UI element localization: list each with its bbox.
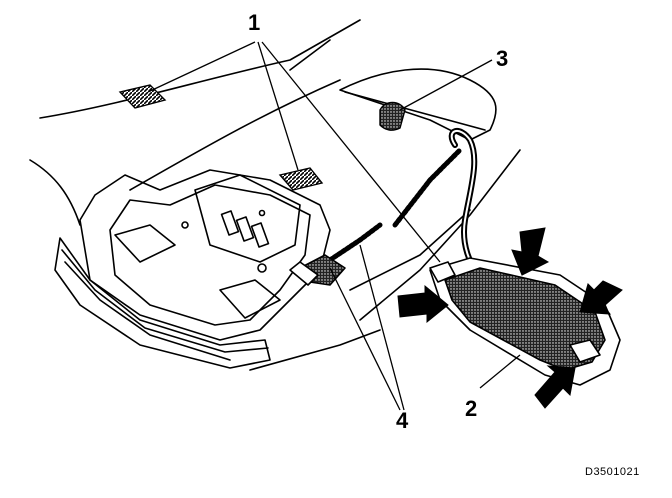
callout-2: 2 bbox=[465, 396, 478, 421]
display-panel bbox=[194, 174, 301, 263]
roof-line-mid bbox=[129, 79, 341, 191]
leader-2 bbox=[479, 354, 521, 389]
clip-1-right bbox=[278, 167, 324, 191]
lower-trim bbox=[249, 329, 381, 371]
bezel-strip bbox=[61, 249, 269, 353]
leader-4a bbox=[329, 267, 401, 411]
leader-1b bbox=[257, 41, 299, 171]
leader-4b bbox=[359, 244, 405, 411]
arrow-bottom-icon bbox=[534, 365, 576, 409]
leader-3 bbox=[399, 59, 493, 111]
roof-line-right bbox=[289, 39, 331, 71]
arrow-top-icon bbox=[511, 227, 550, 276]
leader-1a bbox=[147, 41, 256, 93]
harness-upper bbox=[392, 147, 463, 228]
visor-panel bbox=[339, 68, 497, 141]
clip-3 bbox=[379, 101, 406, 131]
visor-edge bbox=[344, 91, 486, 131]
lamp-assembly-body bbox=[444, 267, 606, 371]
cable-loop-inner bbox=[450, 130, 481, 281]
headliner-edge bbox=[349, 209, 471, 291]
screw bbox=[257, 263, 267, 273]
clip-1-left bbox=[118, 84, 167, 109]
switch-2 bbox=[235, 216, 255, 242]
callout-3: 3 bbox=[496, 46, 509, 71]
leader-1c bbox=[261, 41, 441, 263]
bezel-strip-2 bbox=[64, 261, 231, 361]
console-outline bbox=[79, 169, 331, 341]
pillar-left bbox=[29, 159, 81, 226]
switch-3 bbox=[250, 222, 270, 248]
callout-4: 4 bbox=[396, 408, 409, 433]
document-id: D3501021 bbox=[585, 466, 640, 478]
console-bezel bbox=[54, 237, 271, 369]
lamp-tab bbox=[569, 339, 601, 363]
screw-2 bbox=[181, 221, 189, 229]
lamp-lens-left bbox=[114, 224, 176, 263]
screw-3 bbox=[258, 209, 266, 217]
switch-1 bbox=[220, 210, 240, 236]
console-inner bbox=[109, 184, 311, 326]
connector-4-housing bbox=[289, 261, 319, 286]
harness-lower bbox=[327, 222, 383, 263]
lamp-lens-right bbox=[219, 279, 281, 319]
roof-line-left bbox=[39, 19, 361, 119]
callout-1: 1 bbox=[248, 10, 261, 35]
arrow-right-icon bbox=[579, 280, 623, 315]
lamp-tab-2 bbox=[429, 261, 456, 283]
arrow-left-icon bbox=[397, 284, 449, 324]
pillar-right bbox=[359, 149, 521, 321]
